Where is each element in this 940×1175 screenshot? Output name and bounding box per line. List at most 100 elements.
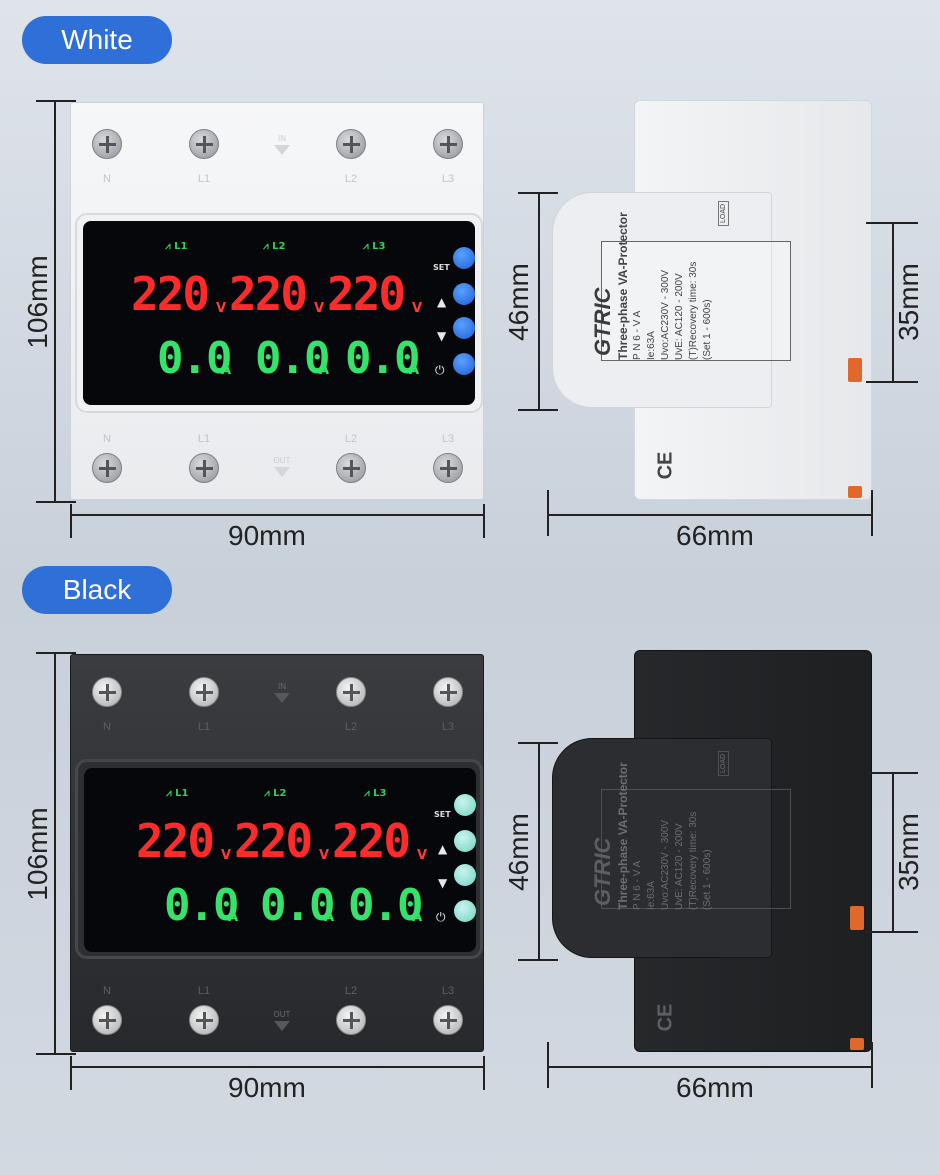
dimension-tick xyxy=(518,409,558,411)
dimension-tick xyxy=(518,192,558,194)
front-device-black: IN N L1 L2 L3 ⩘ L1 ⩘ L2 ⩘ L3 220 V 220 V… xyxy=(70,654,484,1052)
dimension-tick xyxy=(70,504,72,538)
volt-unit: V xyxy=(412,301,423,316)
voltage-l1: 220 xyxy=(131,267,210,321)
lid-height-label: 46mm xyxy=(503,813,534,891)
terminal-label: L1 xyxy=(197,721,211,733)
screw-icon xyxy=(92,677,122,707)
voltage-l1: 220 xyxy=(136,814,215,868)
rail-height-label: 35mm xyxy=(893,813,924,891)
current-l2: 0.0 xyxy=(260,880,335,931)
down-triangle-icon: ▼ xyxy=(437,329,447,343)
power-button[interactable] xyxy=(454,900,476,922)
amp-unit: A xyxy=(228,910,239,925)
brand-logo: GTRIC xyxy=(590,287,615,356)
screw-icon xyxy=(433,677,463,707)
current-l2: 0.0 xyxy=(255,333,330,384)
terminal-label: N xyxy=(103,985,111,997)
dimension-tick xyxy=(483,1056,485,1090)
volt-unit: V xyxy=(417,848,428,863)
amp-unit: A xyxy=(221,363,232,378)
width-label: 90mm xyxy=(228,520,306,551)
terminal-label: L2 xyxy=(344,985,358,997)
screw-icon xyxy=(189,129,219,159)
amp-unit: A xyxy=(319,363,330,378)
in-arrow-icon: IN xyxy=(267,681,297,705)
lcd-screen: ⩘ L1 ⩘ L2 ⩘ L3 220 V 220 V 220 V 0.0 A 0… xyxy=(84,768,476,952)
amp-unit: A xyxy=(412,910,423,925)
up-triangle-icon: ▲ xyxy=(437,295,447,309)
depth-label: 66mm xyxy=(676,1072,754,1103)
dimension-tick xyxy=(518,742,558,744)
lid-height-label: 46mm xyxy=(503,263,534,341)
power-button[interactable] xyxy=(453,353,475,375)
dimension-tick xyxy=(547,1042,549,1088)
section-badge-white: White xyxy=(22,16,172,64)
dimension-tick xyxy=(866,222,918,224)
section-badge-black: Black xyxy=(22,566,172,614)
terminal-label: N xyxy=(103,721,111,733)
phase-l2-label: ⩘ L2 xyxy=(264,788,287,799)
phase-l1-label: ⩘ L1 xyxy=(166,788,189,799)
side-device-white: GTRIC Three-phase VA-Protector P N 6 - V… xyxy=(546,100,876,502)
height-dimension-line xyxy=(54,652,56,1054)
down-button[interactable] xyxy=(453,317,475,339)
screw-icon xyxy=(189,453,219,483)
terminal-label: N xyxy=(103,433,111,445)
depth-dimension-line xyxy=(548,514,872,516)
screw-icon xyxy=(189,1005,219,1035)
lid-dimension-line xyxy=(538,192,540,410)
load-label: LOAD xyxy=(718,750,729,776)
volt-unit: V xyxy=(319,848,330,863)
side-device-black: GTRIC Three-phase VA-Protector P N 6 - V… xyxy=(546,650,876,1054)
screw-icon xyxy=(336,129,366,159)
ce-mark: CE xyxy=(654,451,677,480)
dimension-tick xyxy=(547,490,549,536)
terminal-label: L2 xyxy=(344,721,358,733)
dimension-tick xyxy=(36,100,76,102)
display-bezel: ⩘ L1 ⩘ L2 ⩘ L3 220 V 220 V 220 V 0.0 A 0… xyxy=(75,759,483,959)
volt-unit: V xyxy=(216,301,227,316)
terminal-label: L3 xyxy=(441,433,455,445)
dimension-tick xyxy=(866,772,918,774)
load-label: LOAD xyxy=(718,200,729,226)
set-button[interactable] xyxy=(454,794,476,816)
set-label: SET xyxy=(434,810,451,819)
down-button[interactable] xyxy=(454,864,476,886)
screw-icon xyxy=(92,1005,122,1035)
set-button[interactable] xyxy=(453,247,475,269)
screw-icon xyxy=(336,677,366,707)
depth-dimension-line xyxy=(548,1066,872,1068)
rail-dimension-line xyxy=(892,772,894,932)
dimension-tick xyxy=(36,501,76,503)
screw-icon xyxy=(336,453,366,483)
screw-icon xyxy=(189,677,219,707)
terminal-label: L3 xyxy=(441,173,455,185)
in-arrow-icon: IN xyxy=(267,133,297,157)
voltage-l2: 220 xyxy=(229,267,308,321)
current-l1: 0.0 xyxy=(164,880,239,931)
current-l3: 0.0 xyxy=(345,333,420,384)
dimension-tick xyxy=(871,490,873,536)
phase-l2-label: ⩘ L2 xyxy=(263,241,286,252)
side-cover xyxy=(552,192,772,408)
screw-icon xyxy=(433,1005,463,1035)
brand-logo: GTRIC xyxy=(590,837,615,906)
screw-icon xyxy=(336,1005,366,1035)
dimension-tick xyxy=(36,652,76,654)
up-button[interactable] xyxy=(453,283,475,305)
voltage-l2: 220 xyxy=(234,814,313,868)
dimension-tick xyxy=(866,931,918,933)
rail-dimension-line xyxy=(892,222,894,382)
terminal-label: L3 xyxy=(441,985,455,997)
amp-unit: A xyxy=(409,363,420,378)
out-arrow-icon: OUT xyxy=(267,455,297,479)
display-bezel: ⩘ L1 ⩘ L2 ⩘ L3 220 V 220 V 220 V 0.0 A 0… xyxy=(75,213,483,413)
screw-icon xyxy=(433,453,463,483)
screw-icon xyxy=(92,129,122,159)
up-button[interactable] xyxy=(454,830,476,852)
terminal-label: L2 xyxy=(344,433,358,445)
out-arrow-icon: OUT xyxy=(267,1009,297,1033)
down-triangle-icon: ▼ xyxy=(438,876,448,890)
dimension-tick xyxy=(483,504,485,538)
